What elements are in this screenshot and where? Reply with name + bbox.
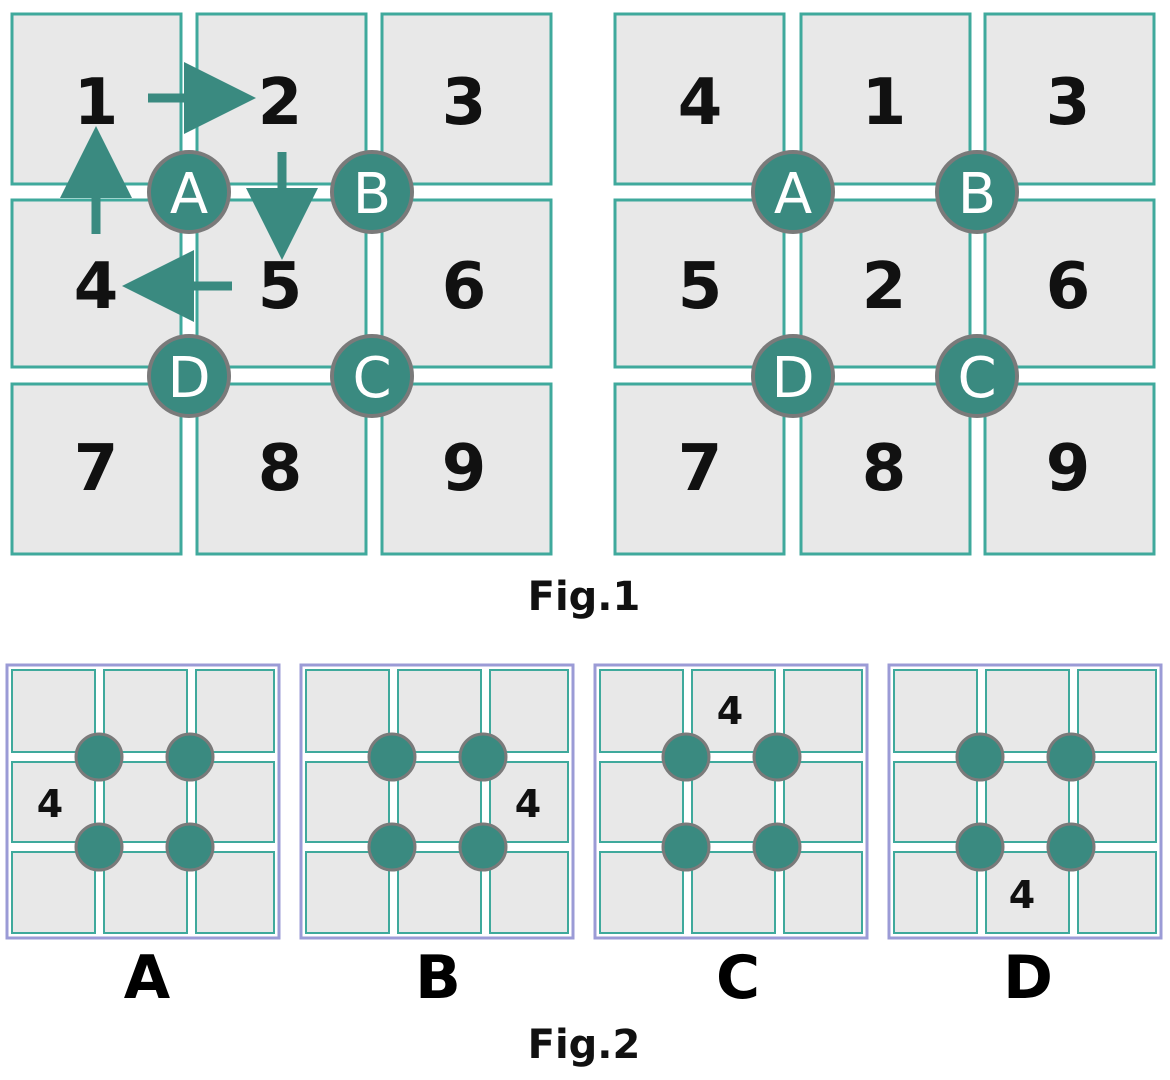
cell-number: 1 [74,66,119,140]
option-b-grid[interactable]: 4 [299,663,575,940]
cell [799,12,972,186]
cell-number: 2 [258,66,303,140]
svg-text:C: C [352,346,391,411]
cell [613,198,786,369]
node-b: B [935,150,1019,234]
option-b-label: B [415,943,461,1013]
svg-text:A: A [170,162,208,227]
option-c-label: C [716,943,760,1013]
cell-number: 4 [678,66,723,140]
option-a-grid[interactable]: 4 [5,663,281,940]
node-a: A [147,150,231,234]
svg-text:D: D [167,346,210,411]
option-d-label: D [1003,943,1053,1013]
option-c-grid[interactable]: 4 [593,663,869,940]
fig1-left-grid: 1 2 3 4 5 6 7 8 9 A B C D [9,12,553,558]
node-d: D [751,334,835,418]
option-a-label: A [124,943,171,1013]
cell-number: 9 [1046,432,1091,506]
svg-text:A: A [774,162,812,227]
cell [195,382,368,556]
fig1-caption: Fig.1 [528,574,641,620]
cell-number: 2 [862,250,907,324]
cell-number: 5 [678,250,723,324]
option-c-mark: 4 [717,689,743,733]
svg-text:B: B [353,162,391,227]
node-a: A [751,150,835,234]
svg-text:B: B [958,162,996,227]
svg-text:D: D [771,346,814,411]
node-c: C [330,334,414,418]
node-c: C [935,334,1019,418]
cell-number: 5 [258,250,303,324]
cell-number: 8 [862,432,907,506]
cell [613,382,786,556]
cell [380,382,553,556]
cell-number: 9 [442,432,487,506]
cell [380,198,553,369]
cell-number: 3 [442,66,487,140]
fig1-right-grid: 4 1 3 5 2 6 7 8 9 A B C D [613,12,1156,556]
node-d: D [147,334,231,418]
cell-number: 6 [442,250,487,324]
node-b: B [330,150,414,234]
cell-number: 3 [1046,66,1091,140]
option-d-grid[interactable]: 4 [887,663,1163,940]
cell [799,382,972,556]
option-a-mark: 4 [37,782,63,826]
cell-number: 7 [678,432,723,506]
cell-number: 6 [1046,250,1091,324]
cell-number: 7 [74,432,119,506]
cell-number: 8 [258,432,303,506]
cell-number: 1 [862,66,907,140]
option-d-mark: 4 [1009,873,1035,917]
cell [983,12,1156,186]
cell [983,382,1156,556]
cell [983,198,1156,369]
cell-number: 4 [74,250,119,324]
cell [380,12,553,186]
svg-text:C: C [957,346,996,411]
cell [10,382,183,556]
fig2-caption: Fig.2 [528,1022,641,1068]
cell [799,198,972,369]
cell [613,12,786,186]
option-b-mark: 4 [515,782,541,826]
